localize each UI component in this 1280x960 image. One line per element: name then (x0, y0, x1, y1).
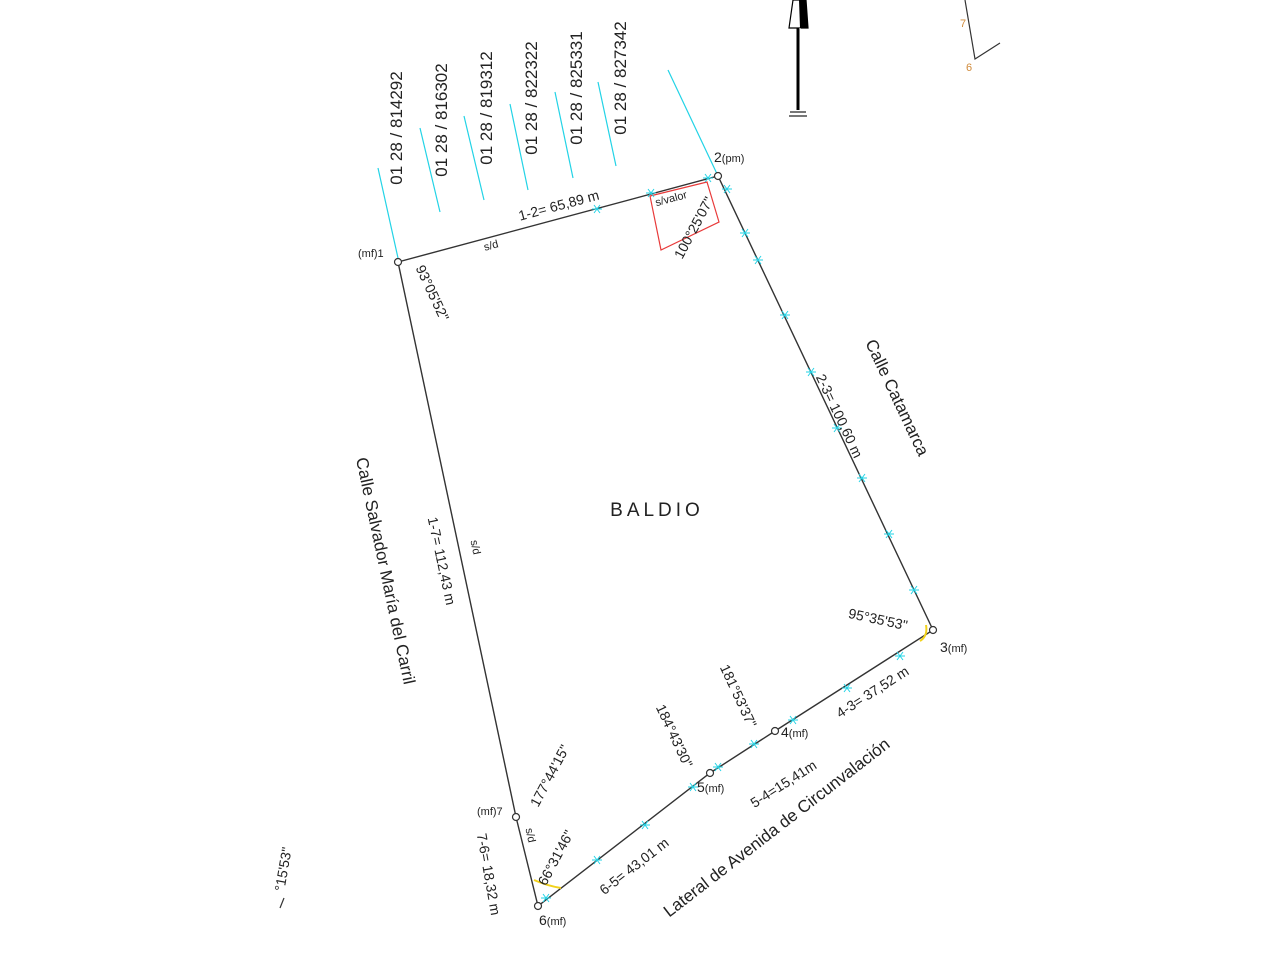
vertex-label-6: 6(mf) (539, 912, 566, 928)
angle-5: 184°43'30" (653, 702, 696, 770)
tick-mark (884, 529, 894, 539)
parcel-labels: 01 28 / 814292 01 28 / 816302 01 28 / 81… (387, 21, 630, 184)
side-7-6: 7-6= 18,32 m (474, 832, 504, 916)
sd-label: s/d (483, 238, 500, 253)
vertex-label-2: 2(pm) (714, 149, 744, 165)
parcel-boundary-lines (377, 69, 719, 259)
tick-mark (592, 204, 602, 214)
vertex-number: 4 (781, 724, 789, 740)
angle-4: 181°53'37" (717, 662, 760, 730)
tick-mark (688, 782, 698, 792)
vertex-number: 5 (697, 779, 705, 795)
inset-label-7: 7 (960, 18, 966, 30)
side-4-3: 4-3= 37,52 m (833, 663, 911, 721)
angle-arc-3 (919, 624, 928, 642)
baldio-label: BALDIO (610, 500, 704, 521)
vertex-label-4: 4(mf) (781, 724, 808, 740)
angle-2: 100°25'07" (671, 194, 717, 261)
sd-label: s/d (523, 827, 538, 844)
vertex-number: 6 (539, 912, 547, 928)
inset-fragment: 7 6 (960, 0, 1001, 74)
svalor-box (649, 181, 720, 251)
tick-mark (780, 310, 790, 320)
vertex-markers (393, 171, 938, 911)
vertex-label-3: 3(mf) (940, 639, 967, 655)
lot-boundary (397, 175, 934, 908)
tick-mark (832, 423, 842, 433)
tick-mark (806, 367, 816, 377)
vertex-type: (mf) (547, 916, 567, 928)
side-2-3: 2-3= 100,60 m (813, 371, 866, 460)
tick-mark (909, 585, 919, 595)
tick-mark (646, 188, 656, 198)
vertex-type: (mf) (948, 643, 968, 655)
tick-mark (895, 651, 905, 661)
parcel-label: 01 28 / 825331 (567, 31, 586, 144)
parcel-label: 01 28 / 822322 (522, 41, 541, 154)
parcel-label: 01 28 / 814292 (387, 71, 406, 184)
vertex-number: 3 (940, 639, 948, 655)
vertex-label-7: (mf)7 (477, 806, 503, 818)
parcel-label: 01 28 / 816302 (432, 63, 451, 176)
sd-label: s/d (468, 539, 483, 556)
angle-6: 66°31'46" (534, 827, 576, 887)
tick-mark (857, 473, 867, 483)
tick-mark (640, 820, 650, 830)
angle-1: 93°05'52" (413, 262, 453, 323)
street-salvador-maria-del-carril: Calle Salvador María del Carril (352, 456, 419, 686)
parcel-label: 01 28 / 827342 (611, 21, 630, 134)
vertex-type: (mf) (705, 783, 725, 795)
side-6-5: 6-5= 43,01 m (596, 834, 671, 897)
tick-mark (749, 739, 759, 749)
street-catamarca: Calle Catamarca (861, 336, 933, 459)
tick-mark (753, 255, 763, 265)
parcel-label: 01 28 / 819312 (477, 51, 496, 164)
fragment-angle: °15'53" (271, 846, 294, 893)
vertex-label-1: (mf)1 (358, 248, 384, 260)
angle-arc-6 (533, 879, 562, 889)
tick-mark (713, 762, 723, 772)
measurement-ticks (541, 173, 919, 903)
vertex-type: (pm) (722, 153, 745, 165)
vertex-number: 2 (714, 149, 722, 165)
vertex-label-5: 5(mf) (697, 779, 724, 795)
north-arrow-icon (788, 0, 809, 117)
tick-mark (842, 683, 852, 693)
tick-mark (703, 173, 713, 183)
angle-3: 95°35'53" (847, 605, 909, 633)
side-1-7: 1-7= 112,43 m (425, 515, 459, 606)
tick-mark (788, 715, 798, 725)
vertex-type: (mf) (789, 728, 809, 740)
tick-mark (740, 228, 750, 238)
fragment-line (279, 897, 285, 909)
tick-mark (592, 855, 602, 865)
angle-7: 177°44'15" (527, 742, 573, 809)
inset-label-6: 6 (966, 62, 972, 74)
tick-mark (541, 893, 551, 903)
tick-mark (722, 184, 732, 194)
